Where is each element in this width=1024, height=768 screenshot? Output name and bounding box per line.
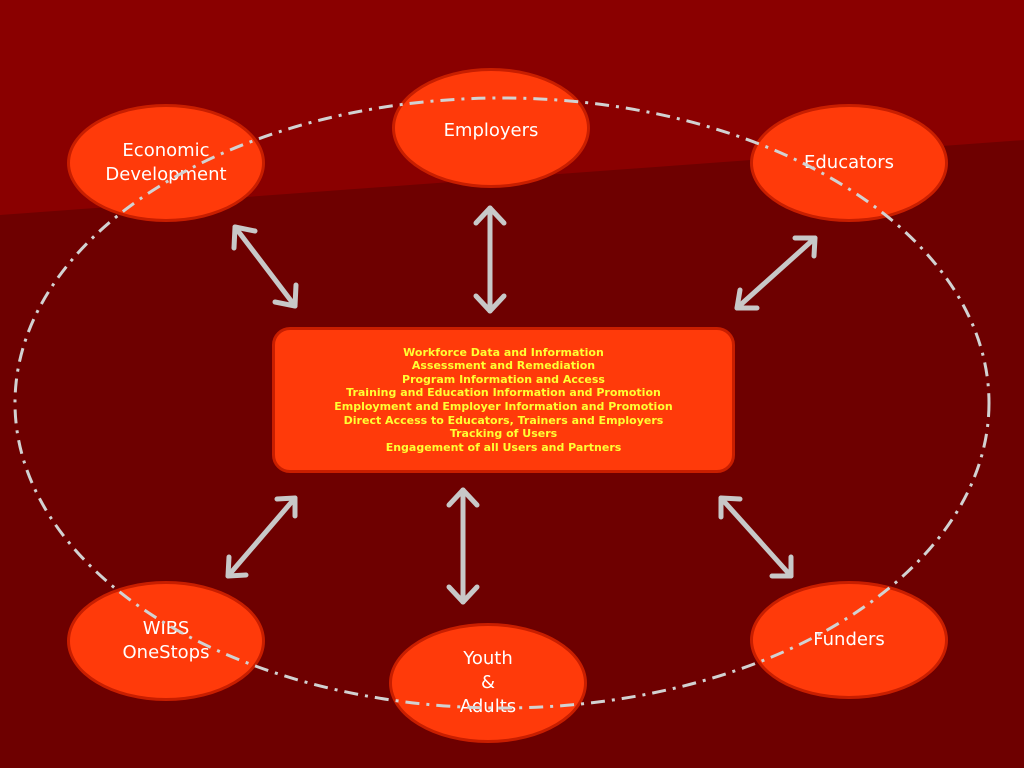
center-info-box: Workforce Data and Information Assessmen…	[272, 327, 735, 473]
node-wibs-onestops: WIBS OneStops	[67, 581, 265, 701]
node-funders: Funders	[750, 581, 948, 699]
center-line: Training and Education Information and P…	[346, 386, 661, 400]
node-employers: Employers	[392, 68, 590, 188]
node-economic-development: Economic Development	[67, 104, 265, 222]
center-line: Program Information and Access	[402, 372, 605, 386]
node-youth-adults: Youth & Adults	[389, 623, 587, 743]
center-line: Workforce Data and Information	[403, 345, 604, 359]
center-line: Engagement of all Users and Partners	[385, 440, 622, 454]
center-line: Employment and Employer Information and …	[334, 400, 673, 413]
center-line: Tracking of Users	[449, 427, 558, 441]
center-line: Direct Access to Educators, Trainers and…	[343, 413, 664, 427]
node-educators: Educators	[750, 104, 948, 222]
center-line: Assessment and Remediation	[411, 359, 596, 373]
